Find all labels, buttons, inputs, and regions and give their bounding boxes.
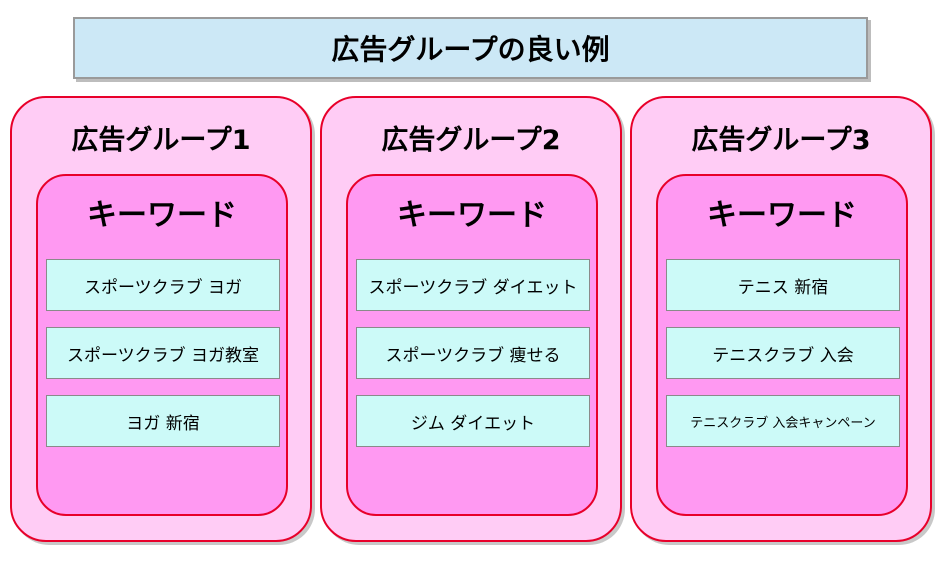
keyword-panel: キーワード スポーツクラブ ヨガ スポーツクラブ ヨガ教室 ヨガ 新宿 [36,174,288,516]
diagram-title: 広告グループの良い例 [73,17,868,79]
keyword-panel-title: キーワード [707,198,857,233]
keyword-item: スポーツクラブ ダイエット [356,259,590,311]
keyword-item: スポーツクラブ ヨガ [46,259,280,311]
keyword-item: テニスクラブ 入会 [666,327,900,379]
keyword-item: スポーツクラブ ヨガ教室 [46,327,280,379]
ad-group-1: 広告グループ1 キーワード スポーツクラブ ヨガ スポーツクラブ ヨガ教室 ヨガ… [10,96,312,542]
ad-group-3: 広告グループ3 キーワード テニス 新宿 テニスクラブ 入会 テニスクラブ 入会… [630,96,932,542]
keyword-item: テニスクラブ 入会キャンペーン [666,395,900,447]
keyword-item: ジム ダイエット [356,395,590,447]
keyword-panel-title: キーワード [87,198,237,233]
ad-group-title: 広告グループ3 [691,125,871,156]
keyword-panel-title: キーワード [397,198,547,233]
ad-group-2: 広告グループ2 キーワード スポーツクラブ ダイエット スポーツクラブ 痩せる … [320,96,622,542]
keyword-item: テニス 新宿 [666,259,900,311]
keyword-panel: キーワード テニス 新宿 テニスクラブ 入会 テニスクラブ 入会キャンペーン [656,174,908,516]
ad-group-title: 広告グループ1 [71,125,251,156]
keyword-item: スポーツクラブ 痩せる [356,327,590,379]
keyword-panel: キーワード スポーツクラブ ダイエット スポーツクラブ 痩せる ジム ダイエット [346,174,598,516]
keyword-item: ヨガ 新宿 [46,395,280,447]
ad-group-title: 広告グループ2 [381,125,561,156]
